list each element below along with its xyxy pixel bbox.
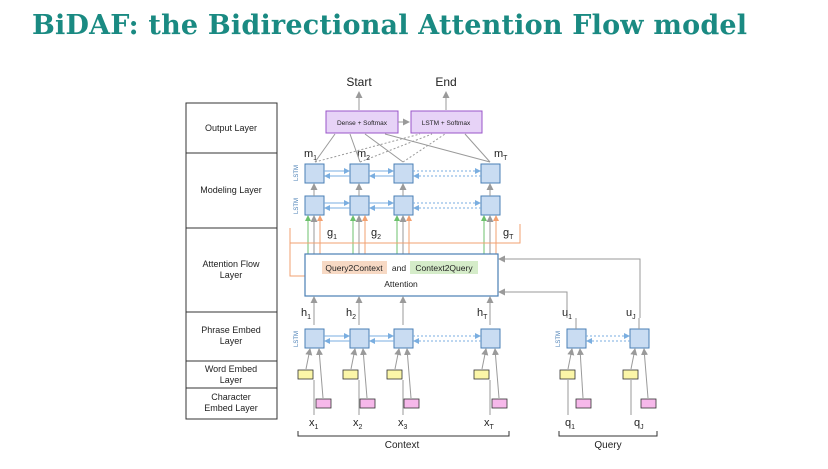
q2c-highlight xyxy=(322,261,387,274)
layer-column xyxy=(185,102,278,420)
uJ-label: uJ xyxy=(626,307,636,321)
lstm-softmax-label: LSTM + Softmax xyxy=(422,120,471,127)
layer-label-modeling: Modeling Layer xyxy=(200,185,262,195)
x3-label: x3 xyxy=(398,417,408,431)
layer-label-char-1: Character xyxy=(211,392,251,402)
layer-label-attention-1: Attention Flow xyxy=(202,259,260,269)
xT-label: xT xyxy=(484,417,495,431)
dense-softmax-label: Dense + Softmax xyxy=(337,120,388,127)
context-group-label: Context xyxy=(385,440,420,451)
context-bracket xyxy=(297,431,510,437)
lstm-softmax-box xyxy=(410,110,483,134)
h1-label: h1 xyxy=(301,307,311,321)
char-embed-boxes xyxy=(315,398,657,409)
g1-label: g1 xyxy=(327,227,337,241)
mT-label: mT xyxy=(494,148,508,162)
modeling-cells: LSTM LSTM xyxy=(294,163,501,216)
hT-label: hT xyxy=(477,307,488,321)
attention-box xyxy=(304,253,499,297)
layer-label-word-1: Word Embed xyxy=(205,364,257,374)
phrase-embed-cells: LSTM LSTM xyxy=(294,328,650,349)
word-embed-boxes xyxy=(297,369,639,380)
start-label: Start xyxy=(346,75,372,89)
q1-label: q1 xyxy=(565,417,575,431)
m1-label: m1 xyxy=(304,148,317,162)
layer-label-output: Output Layer xyxy=(205,123,257,133)
and-label: and xyxy=(392,263,406,273)
lstm-tag-top: LSTM xyxy=(294,165,300,181)
gT-label: gT xyxy=(503,227,514,241)
x1-label: x1 xyxy=(309,417,319,431)
g2-label: g2 xyxy=(371,227,381,241)
lstm-tag-context: LSTM xyxy=(294,331,300,347)
end-label: End xyxy=(435,75,456,89)
q2c-label: Query2Context xyxy=(325,263,383,273)
layer-label-char-2: Embed Layer xyxy=(204,403,258,413)
layer-label-phrase-1: Phrase Embed xyxy=(201,325,261,335)
slide-title: BiDAF: the Bidirectional Attention Flow … xyxy=(32,10,748,41)
c2q-highlight xyxy=(410,261,478,274)
layer-label-word-2: Layer xyxy=(220,375,243,385)
query-group-label: Query xyxy=(594,440,621,451)
layer-label-phrase-2: Layer xyxy=(220,336,243,346)
attention-caption: Attention xyxy=(384,279,418,289)
c2q-label: Context2Query xyxy=(415,263,473,273)
qJ-label: qJ xyxy=(634,417,644,431)
u1-label: u1 xyxy=(562,307,572,321)
query-bracket xyxy=(558,431,658,437)
lstm-tag-query: LSTM xyxy=(556,331,562,347)
x2-label: x2 xyxy=(353,417,363,431)
lstm-tag-bottom: LSTM xyxy=(294,198,300,214)
h2-label: h2 xyxy=(346,307,356,321)
layer-label-attention-2: Layer xyxy=(220,270,243,280)
